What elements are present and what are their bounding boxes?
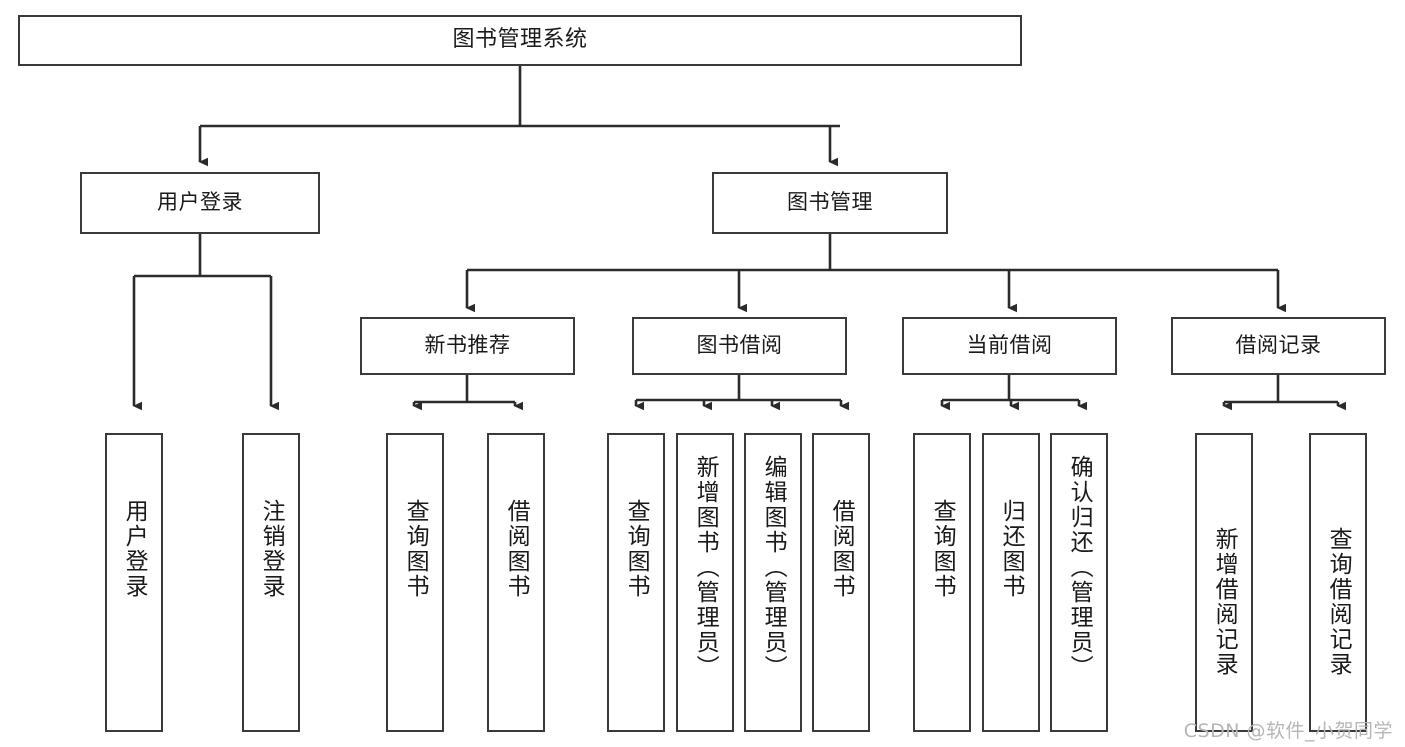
- node-label: 借阅图书: [503, 499, 530, 599]
- node-label: 编辑图书（管理员）: [760, 455, 787, 680]
- node-label: 注销登录: [258, 499, 285, 599]
- node-label: 查询图书: [929, 499, 956, 599]
- node-leaf-confirm-return-admin[interactable]: 确认归还（管理员）: [1050, 433, 1108, 732]
- node-label: 查询借阅记录: [1325, 527, 1352, 677]
- node-leaf-add-book-admin[interactable]: 新增图书（管理员）: [676, 433, 734, 732]
- node-label: 用户登录: [157, 190, 243, 215]
- node-label: 新增图书（管理员）: [692, 455, 719, 680]
- node-leaf-borrow-book-1[interactable]: 借阅图书: [487, 433, 545, 732]
- node-book-management[interactable]: 图书管理: [712, 172, 948, 234]
- node-label: 查询图书: [623, 499, 650, 599]
- node-leaf-query-borrow-record[interactable]: 查询借阅记录: [1309, 433, 1367, 732]
- node-leaf-user-login[interactable]: 用户登录: [105, 433, 163, 732]
- node-leaf-edit-book-admin[interactable]: 编辑图书（管理员）: [744, 433, 802, 732]
- node-leaf-query-book-3[interactable]: 查询图书: [913, 433, 971, 732]
- node-label: 查询图书: [402, 499, 429, 599]
- node-root-system[interactable]: 图书管理系统: [18, 15, 1022, 66]
- node-label: 图书管理系统: [452, 27, 588, 53]
- node-label: 归还图书: [998, 499, 1025, 599]
- node-leaf-query-book-2[interactable]: 查询图书: [607, 433, 665, 732]
- node-leaf-query-book-1[interactable]: 查询图书: [386, 433, 444, 732]
- node-leaf-add-borrow-record[interactable]: 新增借阅记录: [1195, 433, 1253, 732]
- node-label: 新书推荐: [424, 333, 511, 358]
- node-label: 当前借阅: [966, 333, 1053, 358]
- node-borrow-record[interactable]: 借阅记录: [1171, 317, 1386, 375]
- node-label: 图书管理: [787, 190, 873, 215]
- node-leaf-return-book[interactable]: 归还图书: [982, 433, 1040, 732]
- node-label: 新增借阅记录: [1211, 527, 1238, 677]
- node-current-borrow[interactable]: 当前借阅: [902, 317, 1117, 375]
- node-label: 用户登录: [121, 499, 148, 599]
- node-label: 借阅图书: [828, 499, 855, 599]
- node-label: 确认归还（管理员）: [1066, 455, 1093, 680]
- node-leaf-logout-login[interactable]: 注销登录: [242, 433, 300, 732]
- node-leaf-borrow-book-2[interactable]: 借阅图书: [812, 433, 870, 732]
- node-book-borrow[interactable]: 图书借阅: [632, 317, 847, 375]
- node-label: 图书借阅: [696, 333, 783, 358]
- node-label: 借阅记录: [1235, 333, 1322, 358]
- node-user-login[interactable]: 用户登录: [80, 172, 320, 234]
- watermark-text: CSDN @软件_小贺同学: [1183, 720, 1393, 742]
- node-new-book-recommend[interactable]: 新书推荐: [360, 317, 575, 375]
